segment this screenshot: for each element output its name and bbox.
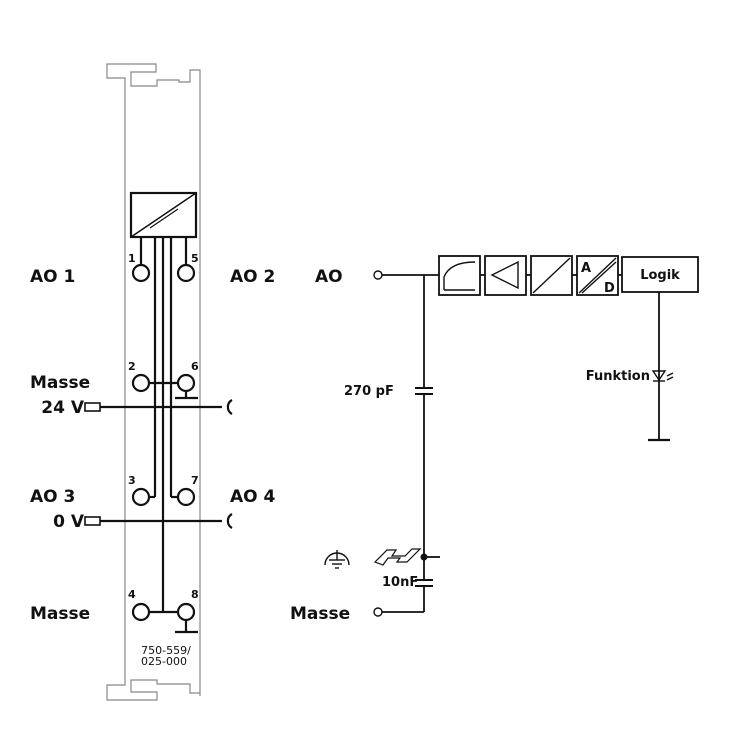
ad-label-a: A bbox=[581, 261, 591, 276]
ground-symbol bbox=[175, 620, 198, 634]
terminal-1[interactable] bbox=[131, 263, 151, 283]
terminal-number: 4 bbox=[128, 588, 136, 601]
logic-block bbox=[621, 256, 699, 293]
capacitor-label: 10nF bbox=[382, 575, 418, 590]
label-ao3: AO 3 bbox=[30, 487, 75, 507]
terminal-number: 8 bbox=[191, 588, 199, 601]
power-contact-icon bbox=[226, 513, 233, 529]
label-masse: Masse bbox=[30, 373, 90, 393]
terminal-3[interactable] bbox=[131, 487, 151, 507]
terminal-number: 6 bbox=[191, 360, 199, 373]
ao-input-terminal bbox=[373, 270, 383, 280]
din-rail-icon bbox=[373, 548, 422, 566]
module-housing bbox=[106, 63, 201, 701]
terminal-7[interactable] bbox=[176, 487, 196, 507]
part-number: 750-559/ bbox=[141, 644, 191, 657]
masse-terminal bbox=[373, 607, 383, 617]
terminal-number: 3 bbox=[128, 474, 136, 487]
terminal-2[interactable] bbox=[131, 373, 151, 393]
amplifier-block bbox=[484, 255, 527, 296]
label-masse: Masse bbox=[30, 604, 90, 624]
led-icon bbox=[651, 370, 674, 382]
terminal-5[interactable] bbox=[176, 263, 196, 283]
terminal-number: 5 bbox=[191, 252, 199, 265]
part-number: 025-000 bbox=[141, 655, 187, 668]
label-ao1: AO 1 bbox=[30, 267, 75, 287]
ad-label-d: D bbox=[604, 281, 615, 296]
led-label: Funktion bbox=[586, 369, 650, 384]
0v-connector-icon bbox=[84, 516, 101, 526]
earth-ground-icon bbox=[324, 550, 350, 569]
terminal-4[interactable] bbox=[131, 602, 151, 622]
label-24v: 24 V bbox=[41, 398, 85, 418]
terminal-number: 7 bbox=[191, 474, 199, 487]
terminal-6[interactable] bbox=[176, 373, 196, 393]
label-0v: 0 V bbox=[53, 512, 85, 532]
junction-dot bbox=[420, 553, 428, 561]
24v-connector-icon bbox=[84, 402, 101, 412]
label-ao2: AO 2 bbox=[230, 267, 275, 287]
label-ao: AO bbox=[315, 267, 343, 287]
terminal-number: 2 bbox=[128, 360, 136, 373]
power-contact-icon bbox=[226, 399, 233, 415]
ground-symbol bbox=[175, 391, 198, 400]
logic-label: Logik bbox=[640, 268, 680, 283]
label-masse: Masse bbox=[290, 604, 350, 624]
terminal-number: 1 bbox=[128, 252, 136, 265]
capacitor-label: 270 pF bbox=[344, 384, 394, 399]
label-ao4: AO 4 bbox=[230, 487, 276, 507]
terminal-8[interactable] bbox=[176, 602, 196, 622]
